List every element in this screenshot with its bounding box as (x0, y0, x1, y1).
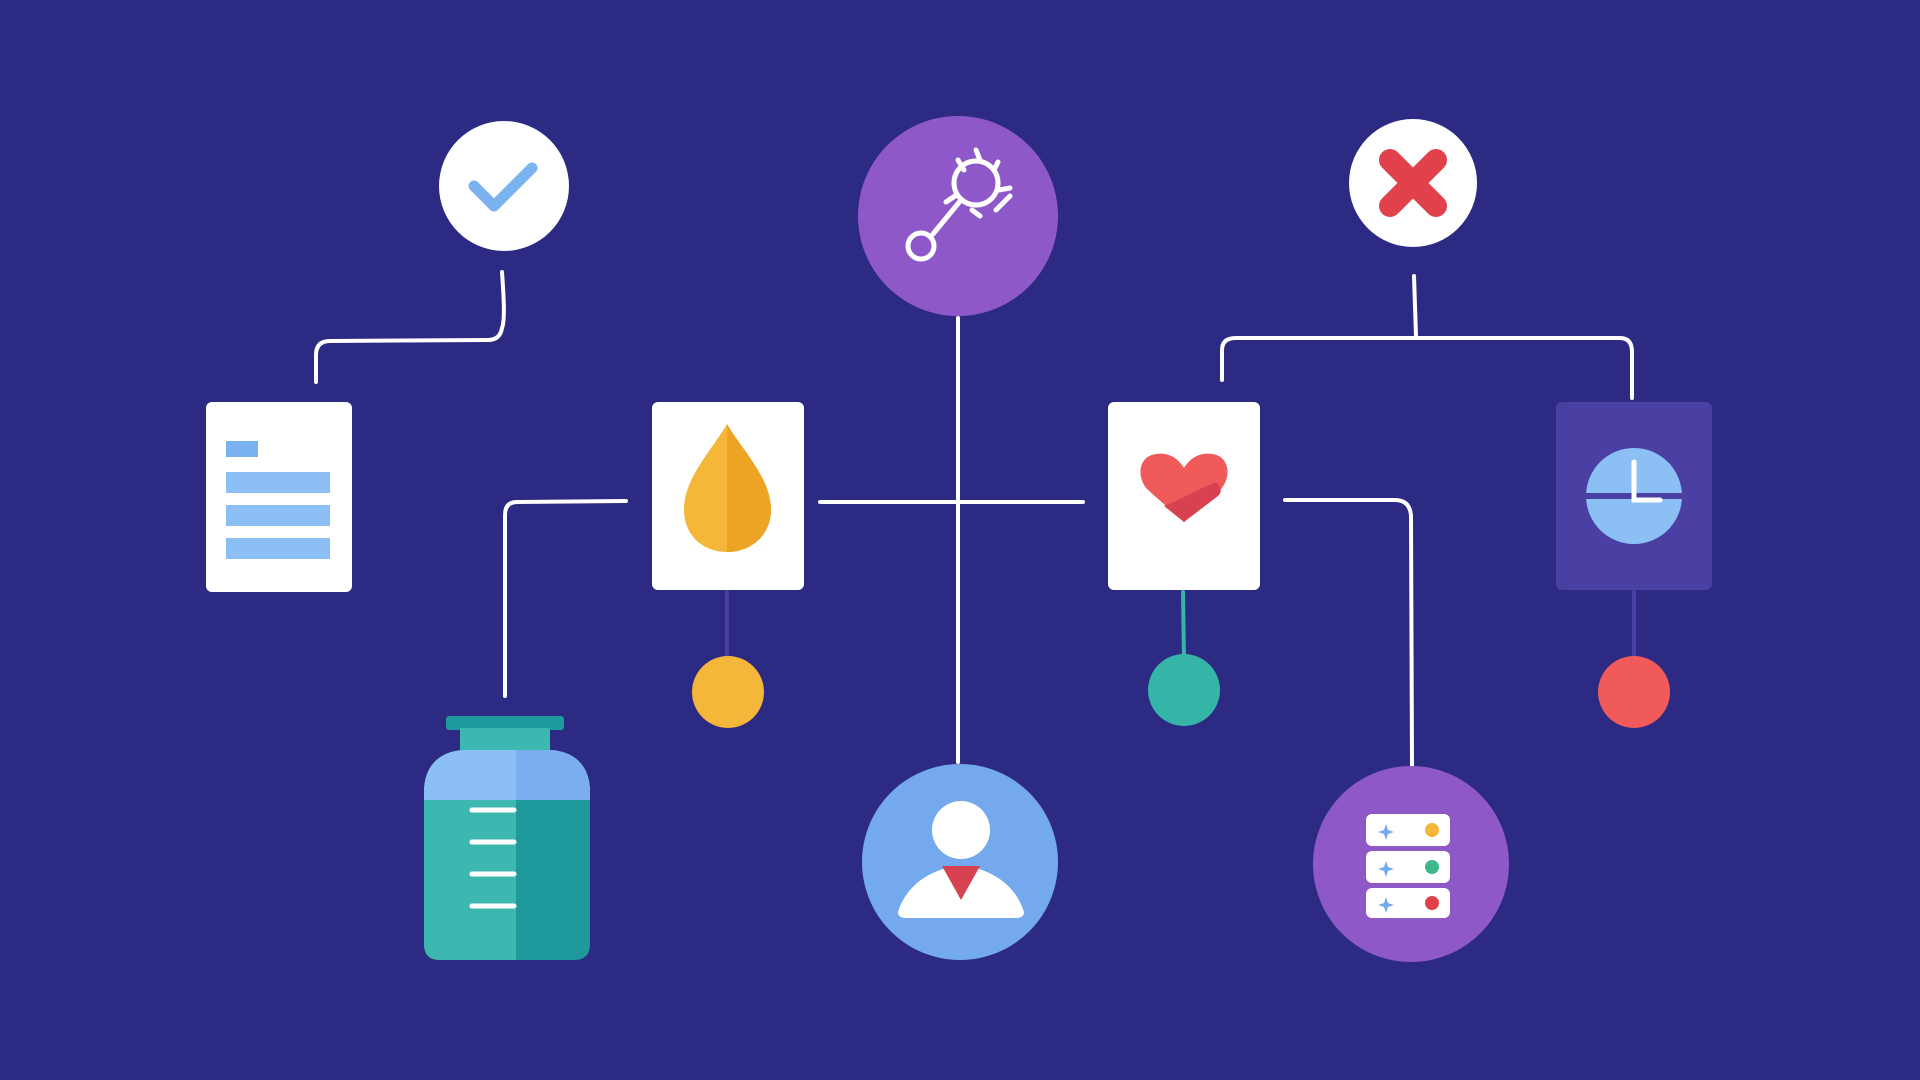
node-blood-drop (652, 402, 804, 590)
heart-icon (1140, 453, 1228, 522)
node-sample-jar (424, 716, 590, 960)
server-icon (1366, 814, 1450, 918)
status-stems (725, 590, 1636, 662)
connector-bracket-heart-clock (1220, 336, 1634, 400)
cross-icon (1379, 149, 1447, 217)
connector-approved-document (314, 270, 506, 384)
node-molecule (858, 116, 1058, 316)
node-approved (439, 121, 569, 251)
person-icon (898, 801, 1024, 918)
stem-heart (1181, 590, 1186, 662)
molecule-icon (905, 147, 1013, 262)
jar-icon (469, 807, 517, 909)
node-patient (862, 764, 1058, 960)
node-clock (1556, 402, 1712, 590)
connector-heart-database (1283, 498, 1414, 768)
connector-rejected-bracket (1412, 274, 1418, 338)
status-dot-yellow (692, 656, 764, 728)
node-document (206, 402, 352, 592)
checkmark-icon (468, 162, 538, 212)
drop-icon (684, 424, 771, 552)
status-dot-red (1598, 656, 1670, 728)
clock-icon (1584, 448, 1684, 544)
connector-drop-jar (503, 499, 628, 698)
node-rejected (1349, 119, 1477, 247)
node-database (1313, 766, 1509, 962)
status-dot-teal (1148, 654, 1220, 726)
connectors (314, 270, 1634, 768)
document-icon (226, 441, 330, 559)
node-heart (1108, 402, 1260, 590)
